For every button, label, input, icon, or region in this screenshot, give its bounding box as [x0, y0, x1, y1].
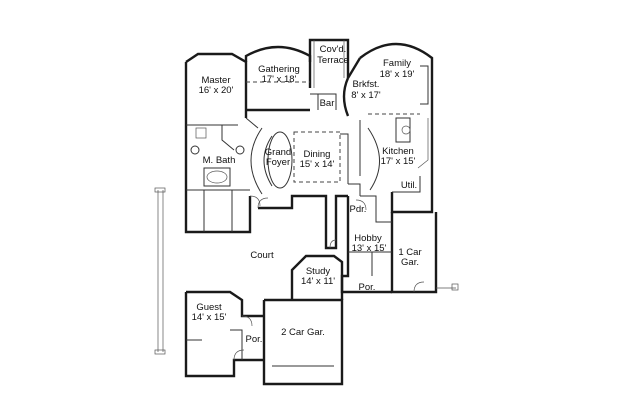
- por-right-label: Por.: [359, 282, 376, 293]
- guest-label: Guest: [196, 302, 222, 313]
- court-label: Court: [250, 250, 274, 261]
- por-left-label: Por.: [246, 334, 263, 345]
- two-car-gar-label: 2 Car Gar.: [281, 327, 325, 338]
- brkfst-label: Brkfst.: [353, 79, 380, 90]
- family-size: 18' x 19': [380, 69, 415, 80]
- master-bath-fixtures: [190, 127, 245, 187]
- hobby-size: 13' x 15': [352, 243, 387, 254]
- study-label: Study: [306, 266, 331, 277]
- pdr-label: Pdr.: [350, 204, 367, 215]
- one-car-gar-label: 1 Car: [398, 247, 421, 258]
- family-label: Family: [383, 58, 411, 69]
- covd-terrace-label: Cov'd.: [320, 44, 347, 55]
- room-labels: Cov'd. Terrace Family 18' x 19' Gatherin…: [192, 44, 422, 345]
- study-size: 14' x 11': [301, 276, 335, 287]
- gathering-size: 17' x 18': [262, 74, 297, 85]
- gathering-label: Gathering: [258, 64, 300, 75]
- guest-size: 14' x 15': [192, 312, 227, 323]
- m-bath-label: M. Bath: [203, 155, 236, 166]
- grand-foyer-label-2: Foyer: [266, 157, 290, 168]
- property-line: [154, 187, 459, 355]
- kitchen-label: Kitchen: [382, 146, 414, 157]
- master-label: Master: [201, 75, 230, 86]
- grand-foyer-label: Grand: [265, 147, 291, 158]
- kitchen-stair: [367, 127, 380, 191]
- interior-walls: [186, 65, 429, 360]
- brkfst-size: 8' x 17': [351, 90, 381, 101]
- hobby-label: Hobby: [354, 233, 382, 244]
- util-label: Util.: [401, 180, 417, 191]
- dining-outline: [293, 131, 341, 183]
- one-car-gar-label-2: Gar.: [401, 257, 419, 268]
- bar-label: Bar: [320, 98, 335, 109]
- kitchen-size: 17' x 15': [381, 156, 416, 167]
- covd-terrace-label-2: Terrace: [317, 55, 349, 66]
- dining-size: 15' x 14': [300, 159, 335, 170]
- doors: [233, 195, 425, 361]
- master-size: 16' x 20': [199, 85, 234, 96]
- grand-staircase: [250, 127, 293, 195]
- dining-label: Dining: [304, 149, 331, 160]
